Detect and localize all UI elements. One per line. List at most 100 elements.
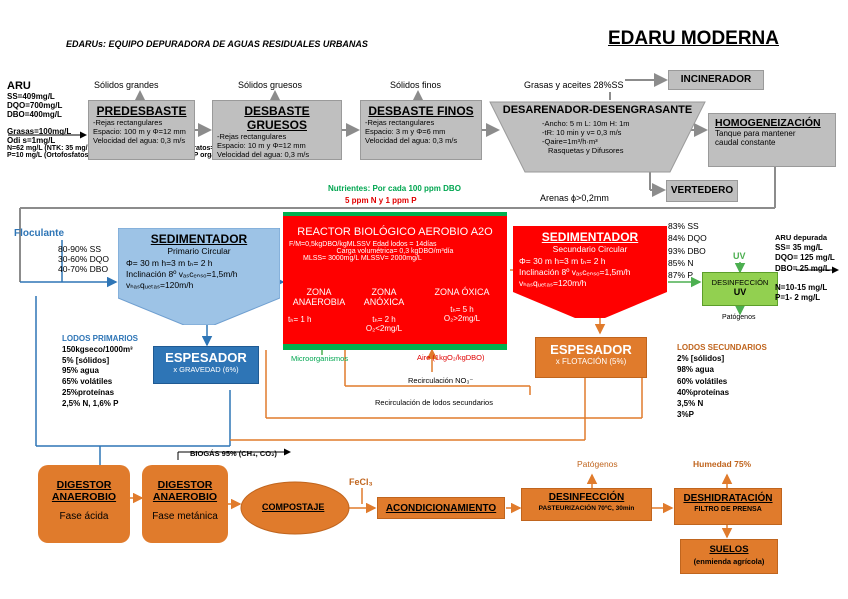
desinfeccion-uv-sub: UV (733, 287, 747, 297)
digestor-metanico-box: DIGESTOR ANAEROBIO Fase metánica (142, 465, 228, 543)
zona-anaerobia-label: ZONA ANAEROBIA (292, 287, 346, 307)
sedimentador-primario-line: vₕₐₛqᵤₑₜₐₛ=120m/h (126, 280, 194, 290)
predesbaste-box: PREDESBASTE -Rejas rectangulares Espacio… (88, 100, 195, 160)
desbaste-finos-line: Velocidad del agua: 0,3 m/s (365, 136, 458, 145)
sedimentador-primario-title: SEDIMENTADOR (150, 232, 248, 246)
sedimentador-primario-sub: Primario Circular (167, 246, 231, 256)
suelos-title: SUELOS (709, 544, 749, 555)
homogeneizacion-line: Tanque para mantener (715, 129, 796, 138)
espesador-gravedad-box: ESPESADOR x GRAVEDAD (6%) (153, 346, 259, 384)
deshidratacion-title: DESHIDRATACIÓN (683, 493, 773, 504)
digestor-acido-fase: Fase ácida (59, 511, 109, 522)
reactor-title: REACTOR BIOLÓGICO AEROBIO A2O (297, 226, 493, 238)
digestor-acido-box: DIGESTOR ANAEROBIO Fase ácida (38, 465, 130, 543)
grasas-aceites-label: Grasas y aceites 28%SS (524, 80, 624, 90)
sedimentador-secundario-shape (513, 226, 667, 318)
homogeneizacion-line: caudal constante (715, 138, 776, 147)
aru-depurada-line: DBO= 25 mg/L (775, 263, 830, 273)
aru-grasas: Grasas=100mg/L (7, 127, 72, 136)
lodos-secundarios-item: 2% [sólidos] (677, 354, 725, 364)
microorganismos-label: Microorganismos (291, 354, 349, 363)
desarenador-line: -Ancho: 5 m L: 10m H: 1m (542, 119, 630, 128)
desinfeccion-box: DESINFECCIÓN PASTEURIZACIÓN 70ºC, 30min (521, 488, 652, 521)
desbaste-finos-title: DESBASTE FINOS (368, 104, 474, 118)
homogeneizacion-box: HOMOGENEIZACIÓN Tanque para mantener cau… (708, 113, 836, 167)
primario-removal-item: 80-90% SS (58, 244, 101, 254)
recirculacion-no3-label: Recirculación NO₃⁻ (408, 376, 474, 385)
desinfeccion-uv-title: DESINFECCIÓN (711, 278, 769, 287)
desarenador-line: Rasquetas y Difusores (548, 146, 624, 155)
suelos-sub: (enmienda agrícola) (693, 557, 765, 566)
digestor-metanico-subtitle: ANAEROBIO (152, 491, 218, 503)
sedimentador-secundario-line: vₕₐₛqᵤₑₜₐₛ=120m/h (519, 278, 587, 288)
aru-dqo: DQO=700mg/L (7, 101, 63, 110)
deshidratacion-box: DESHIDRATACIÓN FILTRO DE PRENSA (674, 488, 782, 525)
secundario-removal-item: 84% DQO (668, 233, 707, 244)
lodos-primarios-title: LODOS PRIMARIOS (62, 334, 139, 343)
predesbaste-line: -Rejas rectangulares (93, 118, 163, 127)
uv-label: UV (733, 251, 746, 261)
secundario-removal-item: 83% SS (668, 221, 699, 231)
lodos-primarios-item: 5% [sólidos] (62, 355, 110, 365)
arenas-label: Arenas ϕ>0,2mm (540, 193, 609, 203)
reactor-line: MLSS= 3000mg/L MLSSV= 2000mg/L (303, 255, 422, 262)
deshidratacion-sub: FILTRO DE PRENSA (694, 506, 762, 513)
page-title: EDARU MODERNA (608, 28, 779, 49)
patogenos-label: Patógenos (577, 459, 618, 469)
nutrientes-line: Nutrientes: Por cada 100 ppm DBO (328, 184, 461, 193)
solidos-gruesos-label: Sólidos gruesos (238, 80, 303, 90)
secundario-removal: 83% SS 84% DQO 93% DBO 85% N 87% P (668, 220, 707, 282)
zona-anaerobia: ZONA ANAEROBIA tₕ= 1 h (288, 287, 350, 324)
recirculacion-lodos-label: Recirculación de lodos secundarios (375, 398, 493, 407)
lodos-primarios-item: 25%proteínas (62, 387, 115, 397)
zona-anoxica-th: tₕ= 2 h (372, 315, 396, 324)
sedimentador-secundario-line: Inclinación 8º vₐₛcₑₙₛₒ=1,5m/h (519, 267, 631, 277)
predesbaste-line: Velocidad del agua: 0,3 m/s (93, 136, 186, 145)
secundario-removal-item: 93% DBO (668, 245, 706, 256)
espesador-flotacion-box: ESPESADOR x FLOTACIÓN (5%) (535, 337, 647, 378)
desarenador-line: -Qaire=1m³/h·m³ (542, 137, 598, 146)
aru-label: ARU (7, 80, 31, 92)
aire-label: Aire (1kgO₂/kgDBO) (417, 353, 485, 362)
sedimentador-primario: SEDIMENTADOR Primario Circular Φ= 30 m h… (118, 228, 280, 325)
lodos-secundarios-item: 3%P (677, 410, 694, 420)
lodos-secundarios: LODOS SECUNDARIOS 2% [sólidos] 98% agua … (677, 342, 767, 420)
predesbaste-line: Espacio: 100 m y Φ=12 mm (93, 127, 186, 136)
secundario-removal-item: 85% N (668, 257, 694, 268)
lodos-primarios-item: 2,5% N, 1,6% P (62, 398, 119, 408)
zona-oxica-th: tₕ= 5 h (450, 305, 474, 314)
fecl3-label: FeCl₃ (349, 477, 373, 487)
sedimentador-secundario-line: Φ= 30 m h=3 m tₕ= 2 h (519, 256, 606, 266)
secundario-removal-item: 87% P (668, 270, 694, 281)
espesador-gravedad-sub: x GRAVEDAD (6%) (173, 365, 239, 374)
aru-depurada: ARU depurada SS= 35 mg/L DQO= 125 mg/L D… (775, 233, 835, 304)
sedimentador-primario-shape (118, 228, 280, 325)
desbaste-finos-line: -Rejas rectangulares (365, 118, 435, 127)
lodos-secundarios-item: 98% agua (677, 365, 714, 375)
primario-removal: 80-90% SS 30-60% DQO 40-70% DBO (58, 244, 109, 274)
sedimentador-primario-line: Inclinación 8º vₐₛcₑₙₛₒ=1,5m/h (126, 269, 238, 279)
sedimentador-secundario: SEDIMENTADOR Secundario Circular Φ= 30 m… (513, 226, 667, 318)
patogenos-uv-label: Patógenos (722, 314, 756, 321)
suelos-box: SUELOS (enmienda agrícola) (680, 539, 778, 574)
humedad-label: Humedad 75% (693, 459, 752, 469)
desinfeccion-title: DESINFECCIÓN (548, 492, 625, 503)
lodos-secundarios-item: 60% volátiles (677, 376, 728, 386)
aru-depurada-line: P=1- 2 mg/L (775, 293, 821, 303)
aru-ss: SS=409mg/L (7, 92, 55, 101)
reactor-line: F/M=0,5kgDBO/kgMLSSV Edad lodos = 14días (289, 241, 437, 248)
aru-depurada-line: DQO= 125 mg/L (775, 253, 835, 263)
solidos-finos-label: Sólidos finos (390, 80, 442, 90)
vertedero-box: VERTEDERO (666, 180, 738, 202)
solidos-grandes-label: Sólidos grandes (94, 80, 159, 90)
lodos-primarios: LODOS PRIMARIOS 150kgseco/1000m³ 5% [sól… (62, 334, 138, 410)
page-subtitle: EDARUs: EQUIPO DEPURADORA DE AGUAS RESID… (66, 39, 368, 49)
desarenador-title: DESARENADOR-DESENGRASANTE (502, 104, 693, 116)
homogeneizacion-title: HOMOGENEIZACIÓN (715, 117, 821, 129)
desbaste-finos-line: Espacio: 3 m y Φ=6 mm (365, 127, 446, 136)
desarenador-line: -tR: 10 min y v= 0,3 m/s (542, 128, 622, 137)
zona-oxica-o2: O₂>2mg/L (443, 314, 481, 323)
zona-anoxica: ZONA ANÓXICA tₕ= 2 h O₂<2mg/L (352, 287, 416, 333)
espesador-flotacion-title: ESPESADOR (550, 342, 632, 357)
